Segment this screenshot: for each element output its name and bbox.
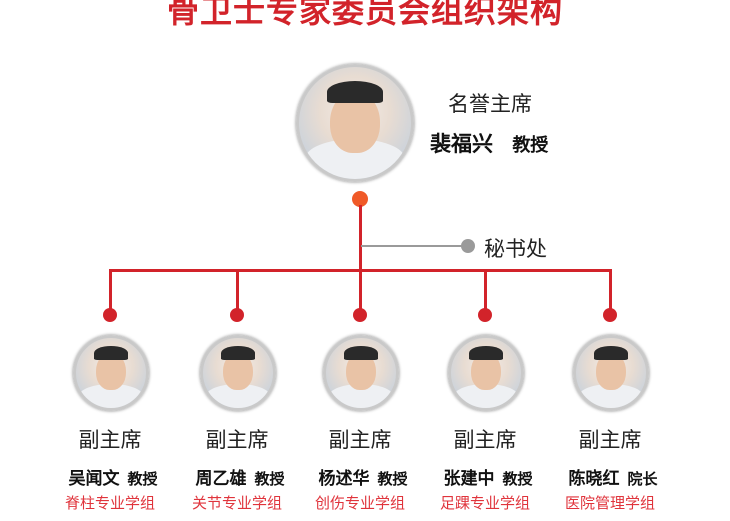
vice-chair-title: 教授	[127, 470, 158, 488]
vice-chair-group: 脊柱专业学组	[64, 494, 155, 512]
vice-chair-avatar	[73, 335, 149, 411]
vice-chair-title: 教授	[254, 470, 285, 488]
vice-chair-name: 张建中教授	[423, 464, 553, 489]
chair-avatar	[296, 64, 414, 182]
vice-chair-name-text: 杨述华	[318, 469, 370, 489]
vice-chair-role: 副主席	[328, 428, 392, 452]
vice-chair-group: 创伤专业学组	[314, 494, 405, 512]
vice-chair-group: 医院管理学组	[564, 494, 655, 512]
branch-drop-line	[236, 270, 239, 314]
vice-chair-title: 教授	[377, 470, 408, 488]
chair-connector-dot	[352, 191, 368, 207]
vice-chair-role: 副主席	[578, 428, 642, 452]
branch-drop-line	[109, 270, 112, 314]
branch-dot	[230, 308, 244, 322]
vice-chair-name-text: 周乙雄	[195, 469, 247, 489]
vice-chair-group: 足踝专业学组	[439, 494, 530, 512]
branch-drop-line	[484, 270, 487, 314]
vice-chair-avatar	[200, 335, 276, 411]
branch-dot	[103, 308, 117, 322]
vice-chair-avatar	[448, 335, 524, 411]
vice-chair-name: 陈晓红院长	[548, 464, 678, 489]
branch-dot	[353, 308, 367, 322]
vice-chair-role: 副主席	[453, 428, 517, 452]
branch-dot	[603, 308, 617, 322]
vice-chair-name: 吴闻文教授	[48, 464, 178, 489]
vice-chair-name-text: 吴闻文	[68, 469, 120, 489]
chair-role: 名誉主席	[448, 92, 532, 116]
main-vertical-line	[359, 205, 362, 271]
secretariat-label: 秘书处	[484, 237, 547, 261]
secretariat-line	[361, 245, 467, 247]
branch-drop-line	[609, 270, 612, 314]
vice-chair-avatar	[573, 335, 649, 411]
vice-chair-name: 周乙雄教授	[175, 464, 305, 489]
vice-chair-name: 杨述华教授	[298, 464, 428, 489]
chair-name-text: 裴福兴	[430, 132, 493, 156]
vice-chair-role: 副主席	[78, 428, 142, 452]
branch-drop-line	[359, 270, 362, 314]
vice-chair-name-text: 张建中	[443, 469, 495, 489]
chair-title: 教授	[512, 135, 549, 156]
vice-chair-role: 副主席	[205, 428, 269, 452]
vice-chair-avatar	[323, 335, 399, 411]
chair-name: 裴福兴 教授	[430, 128, 548, 158]
vice-chair-name-text: 陈晓红	[568, 469, 620, 489]
secretariat-dot	[461, 239, 475, 253]
vice-chair-title: 教授	[502, 470, 533, 488]
vice-chair-group: 关节专业学组	[191, 494, 282, 512]
branch-dot	[478, 308, 492, 322]
vice-chair-title: 院长	[627, 470, 658, 488]
page-title: 骨卫士专家委员会组织架构	[166, 0, 563, 30]
